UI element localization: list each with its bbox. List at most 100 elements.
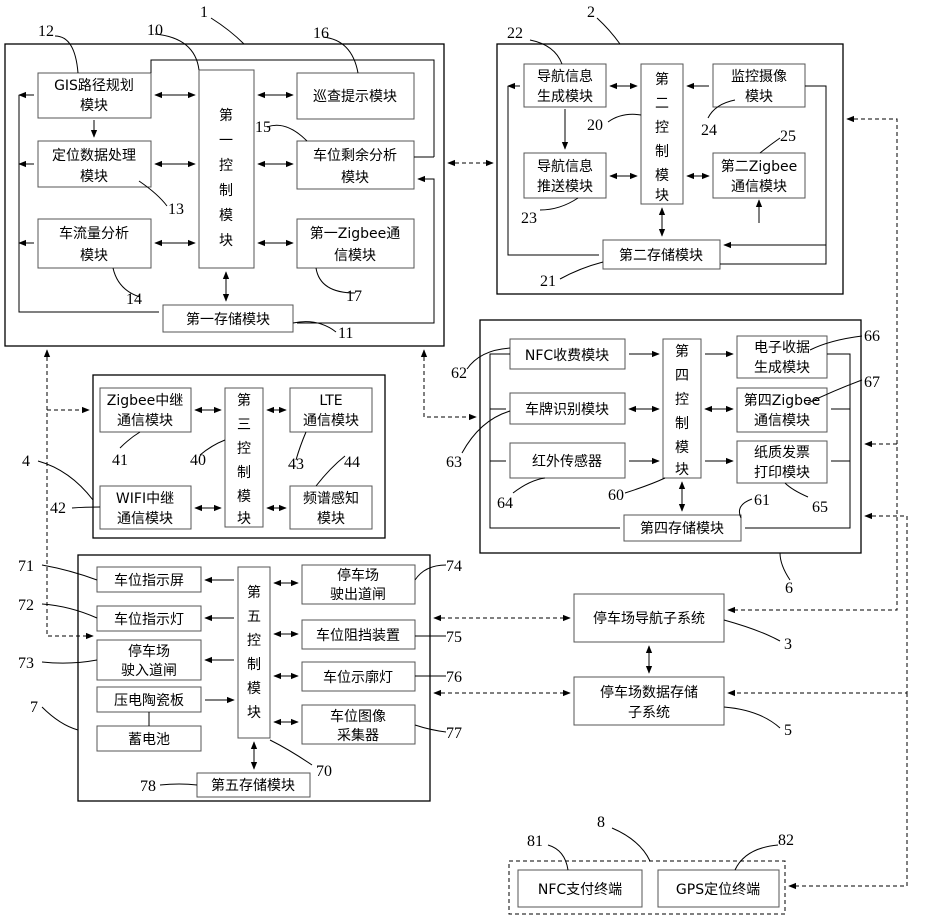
ctrl3-l4: 制 — [237, 465, 251, 481]
gis-l2: 模块 — [80, 98, 108, 114]
ctrl1-l3: 控 — [219, 158, 233, 174]
ctrl2-l6: 块 — [655, 188, 669, 204]
link-6-datasys — [728, 516, 907, 693]
ref-2: 2 — [587, 4, 595, 21]
wifi-l1: WIFI中继 — [116, 491, 174, 507]
ref-13: 13 — [168, 201, 184, 218]
lamp-module-text: 车位指示灯 — [114, 611, 184, 628]
leader-81 — [548, 845, 568, 870]
zrelay-l2: 通信模块 — [117, 413, 173, 429]
ctrl2-l4: 制 — [655, 144, 669, 160]
ctrl1-l6: 块 — [219, 233, 233, 249]
ref-74: 74 — [446, 558, 462, 575]
ref-17: 17 — [346, 288, 362, 305]
ctrl1-l2: 一 — [219, 133, 233, 149]
ctrl5-l3: 控 — [247, 633, 261, 649]
navpush-l1: 导航信息 — [537, 158, 593, 175]
leader-65 — [785, 483, 808, 497]
wifi-l2: 通信模块 — [117, 511, 173, 527]
ref-62: 62 — [451, 365, 467, 382]
ctrl4-l3: 控 — [675, 392, 689, 408]
ctrl3-l3: 控 — [237, 441, 251, 457]
ref-22: 22 — [507, 25, 523, 42]
ctrl5-l2: 五 — [247, 609, 261, 625]
ref-21: 21 — [540, 273, 556, 290]
gps-module-text: GPS定位终端 — [676, 882, 760, 898]
ctrl3-l1: 第 — [237, 392, 251, 409]
leader-2 — [597, 18, 620, 44]
ctrl2-l3: 控 — [655, 120, 669, 136]
entrygate-l1: 停车场 — [128, 643, 170, 660]
zigbee2-l1: 第二Zigbee — [721, 158, 797, 175]
datasys-l2: 子系统 — [628, 705, 670, 721]
leader-82 — [735, 845, 778, 870]
exitgate-l1: 停车场 — [337, 567, 379, 584]
leader-8 — [612, 828, 650, 861]
leader-44 — [316, 456, 345, 486]
ref-60: 60 — [608, 487, 624, 504]
ctrl2-l2: 二 — [655, 96, 669, 112]
leader-15 — [267, 125, 307, 141]
paper-l1: 纸质发票 — [754, 445, 810, 461]
leader-64 — [513, 478, 545, 493]
camera-l1: 车位图像 — [330, 708, 386, 725]
navgen-l1: 导航信息 — [537, 68, 593, 85]
exitgate-l2: 驶出道闸 — [330, 587, 386, 603]
monitor-l2: 模块 — [745, 89, 773, 105]
leader-62 — [467, 348, 510, 369]
ref-20: 20 — [587, 117, 603, 134]
ref-10: 10 — [147, 22, 163, 39]
spectrum-l2: 模块 — [317, 511, 345, 527]
ref-75: 75 — [446, 629, 462, 646]
leader-7 — [42, 707, 78, 730]
leader-72 — [42, 604, 97, 618]
link-1-6 — [424, 350, 476, 417]
leader-73 — [42, 660, 97, 663]
leader-1 — [211, 18, 244, 44]
zigbee1-l1: 第一Zigbee通 — [310, 225, 400, 242]
ref-78: 78 — [140, 778, 156, 795]
ref-64: 64 — [497, 495, 513, 512]
leader-71 — [42, 565, 97, 580]
monitor-l1: 监控摄像 — [731, 69, 787, 85]
ctrl4-l5: 模 — [675, 440, 689, 456]
navsys-module-text: 停车场导航子系统 — [593, 610, 705, 627]
store1-module-text: 第一存储模块 — [186, 311, 270, 328]
screen-module-text: 车位指示屏 — [114, 572, 184, 589]
spaceremain-l1: 车位剩余分析 — [313, 147, 397, 164]
ref-41: 41 — [112, 452, 128, 469]
link-to-8 — [789, 693, 907, 886]
ref-66: 66 — [864, 328, 880, 345]
spaceremain-l2: 模块 — [341, 170, 369, 186]
ref-67: 67 — [864, 374, 880, 391]
ref-11: 11 — [338, 325, 353, 342]
zigbee4-l1: 第四Zigbee — [744, 392, 820, 409]
ref-63: 63 — [446, 454, 462, 471]
store5-module-text: 第五存储模块 — [211, 777, 295, 794]
leader-60 — [625, 478, 665, 493]
ref-42: 42 — [50, 500, 66, 517]
ereceipt-l1: 电子收据 — [754, 340, 810, 356]
leader-4 — [38, 461, 93, 500]
ctrl3-l2: 三 — [237, 417, 251, 433]
ref-82: 82 — [778, 832, 794, 849]
locdata-l2: 模块 — [80, 169, 108, 185]
ctrl5-l1: 第 — [247, 584, 261, 601]
ref-40: 40 — [190, 452, 206, 469]
nfc-module-text: NFC收费模块 — [525, 348, 609, 364]
camera-l2: 采集器 — [337, 727, 379, 744]
traffic-l1: 车流量分析 — [59, 225, 129, 242]
ref-76: 76 — [446, 669, 462, 686]
ctrl5-l5: 模 — [247, 681, 261, 697]
lte-l2: 通信模块 — [303, 413, 359, 429]
navpush-l2: 推送模块 — [537, 179, 593, 195]
ref-65: 65 — [812, 499, 828, 516]
leader-23 — [540, 198, 578, 210]
ref-25: 25 — [780, 128, 796, 145]
leader-12 — [55, 36, 78, 73]
zigbee4-l2: 通信模块 — [754, 413, 810, 429]
zigbee1-l2: 信模块 — [334, 248, 376, 264]
store4-module-text: 第四存储模块 — [640, 520, 724, 537]
ref-23: 23 — [521, 210, 537, 227]
